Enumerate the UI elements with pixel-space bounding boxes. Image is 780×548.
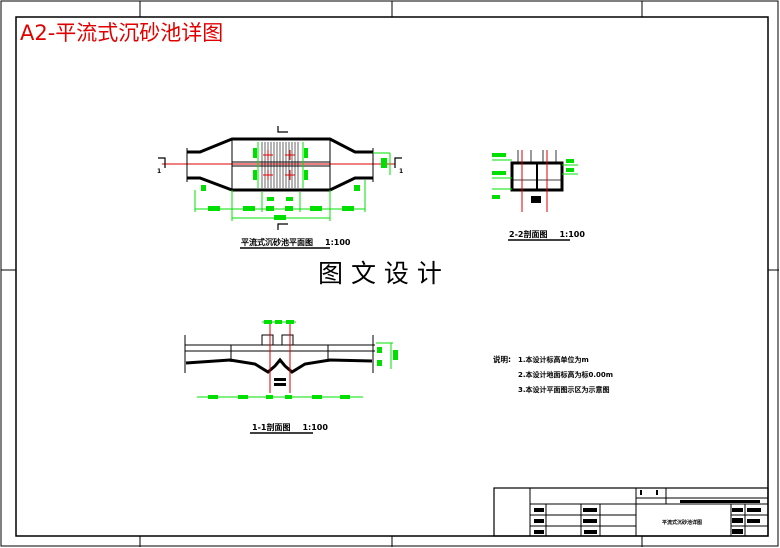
title-block (493, 487, 769, 537)
note-item: 2.本设计地面标高为标0.00m (518, 370, 613, 379)
watermark-text: 图 文 设 计 (318, 259, 442, 288)
sheet-title: A2-平流式沉砂池详图 (20, 21, 223, 45)
note-item: 1.本设计标高单位为m (518, 355, 589, 364)
note-item: 3.本设计平面图示区为示意图 (518, 385, 610, 394)
plan-section-mark-left: 1 (157, 168, 161, 175)
title-block-fields (534, 490, 761, 534)
plan-section-mark-right: 1 (399, 168, 403, 175)
design-notes: 说明: 1.本设计标高单位为m 2.本设计地面标高为标0.00m 3.本设计平面… (493, 354, 613, 394)
notes-heading: 说明: (493, 354, 511, 364)
title-block-drawing-name: 平流式沉砂池详图 (662, 519, 702, 526)
